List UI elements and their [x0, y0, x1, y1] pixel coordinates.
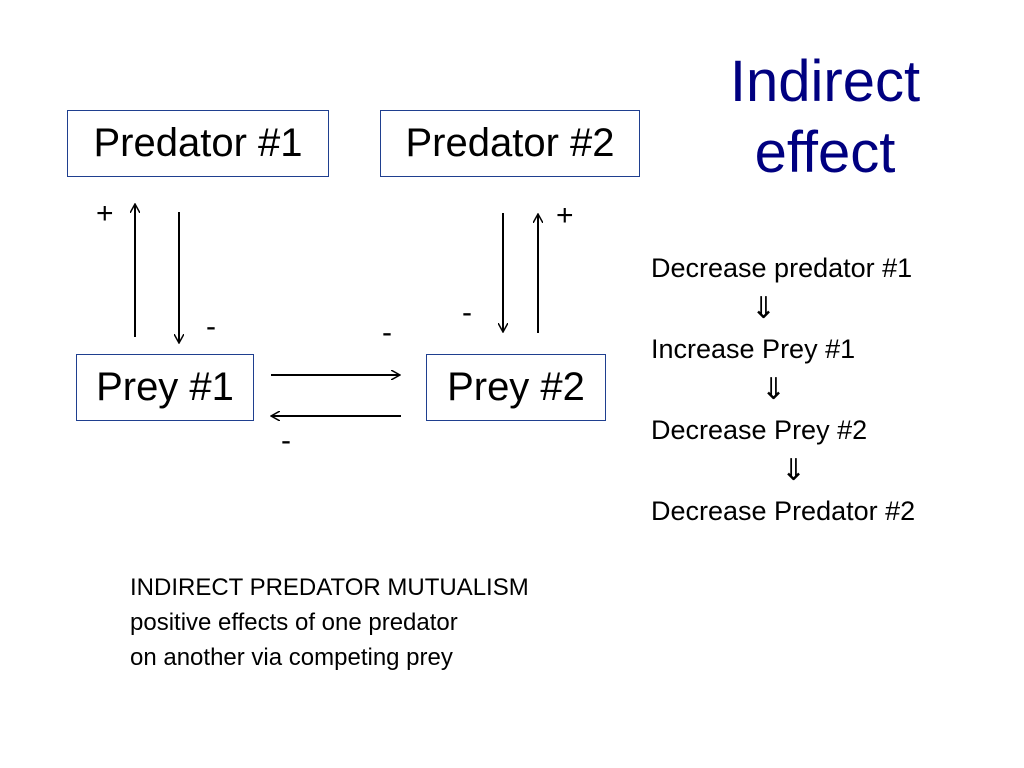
down-double-arrow-icon: ⇓: [751, 290, 777, 326]
caption: INDIRECT PREDATOR MUTUALISM positive eff…: [130, 570, 529, 675]
sign-plus-predator1: +: [96, 197, 114, 230]
prey2-box: Prey #2: [426, 354, 606, 421]
chain-step-1: Decrease predator #1: [651, 253, 913, 283]
chain-step-2: Increase Prey #1: [651, 334, 856, 364]
down-double-arrow-icon: ⇓: [761, 371, 787, 407]
prey1-box: Prey #1: [76, 354, 254, 421]
sign-minus-prey2: -: [462, 296, 472, 329]
slide-title-line1: Indirect: [729, 49, 921, 114]
sign-minus-prey2-competition: -: [382, 316, 392, 349]
chain-step-3: Decrease Prey #2: [651, 415, 868, 445]
sign-minus-prey1-competition: -: [281, 424, 291, 457]
sign-minus-prey1: -: [206, 310, 216, 343]
down-double-arrow-icon: ⇓: [781, 452, 807, 488]
caption-line3: on another via competing prey: [130, 644, 453, 671]
caption-line1: INDIRECT PREDATOR MUTUALISM: [130, 574, 529, 601]
predator2-box: Predator #2: [380, 110, 640, 177]
sign-plus-predator2: +: [556, 199, 574, 232]
chain-step-4: Decrease Predator #2: [651, 496, 916, 526]
effect-chain: Decrease predator #1 ⇓ Increase Prey #1 …: [651, 248, 915, 532]
predator1-box: Predator #1: [67, 110, 329, 177]
slide-title-line2: effect: [754, 120, 896, 186]
slide-title: Indirect effect: [690, 46, 960, 189]
caption-line2: positive effects of one predator: [130, 609, 458, 636]
